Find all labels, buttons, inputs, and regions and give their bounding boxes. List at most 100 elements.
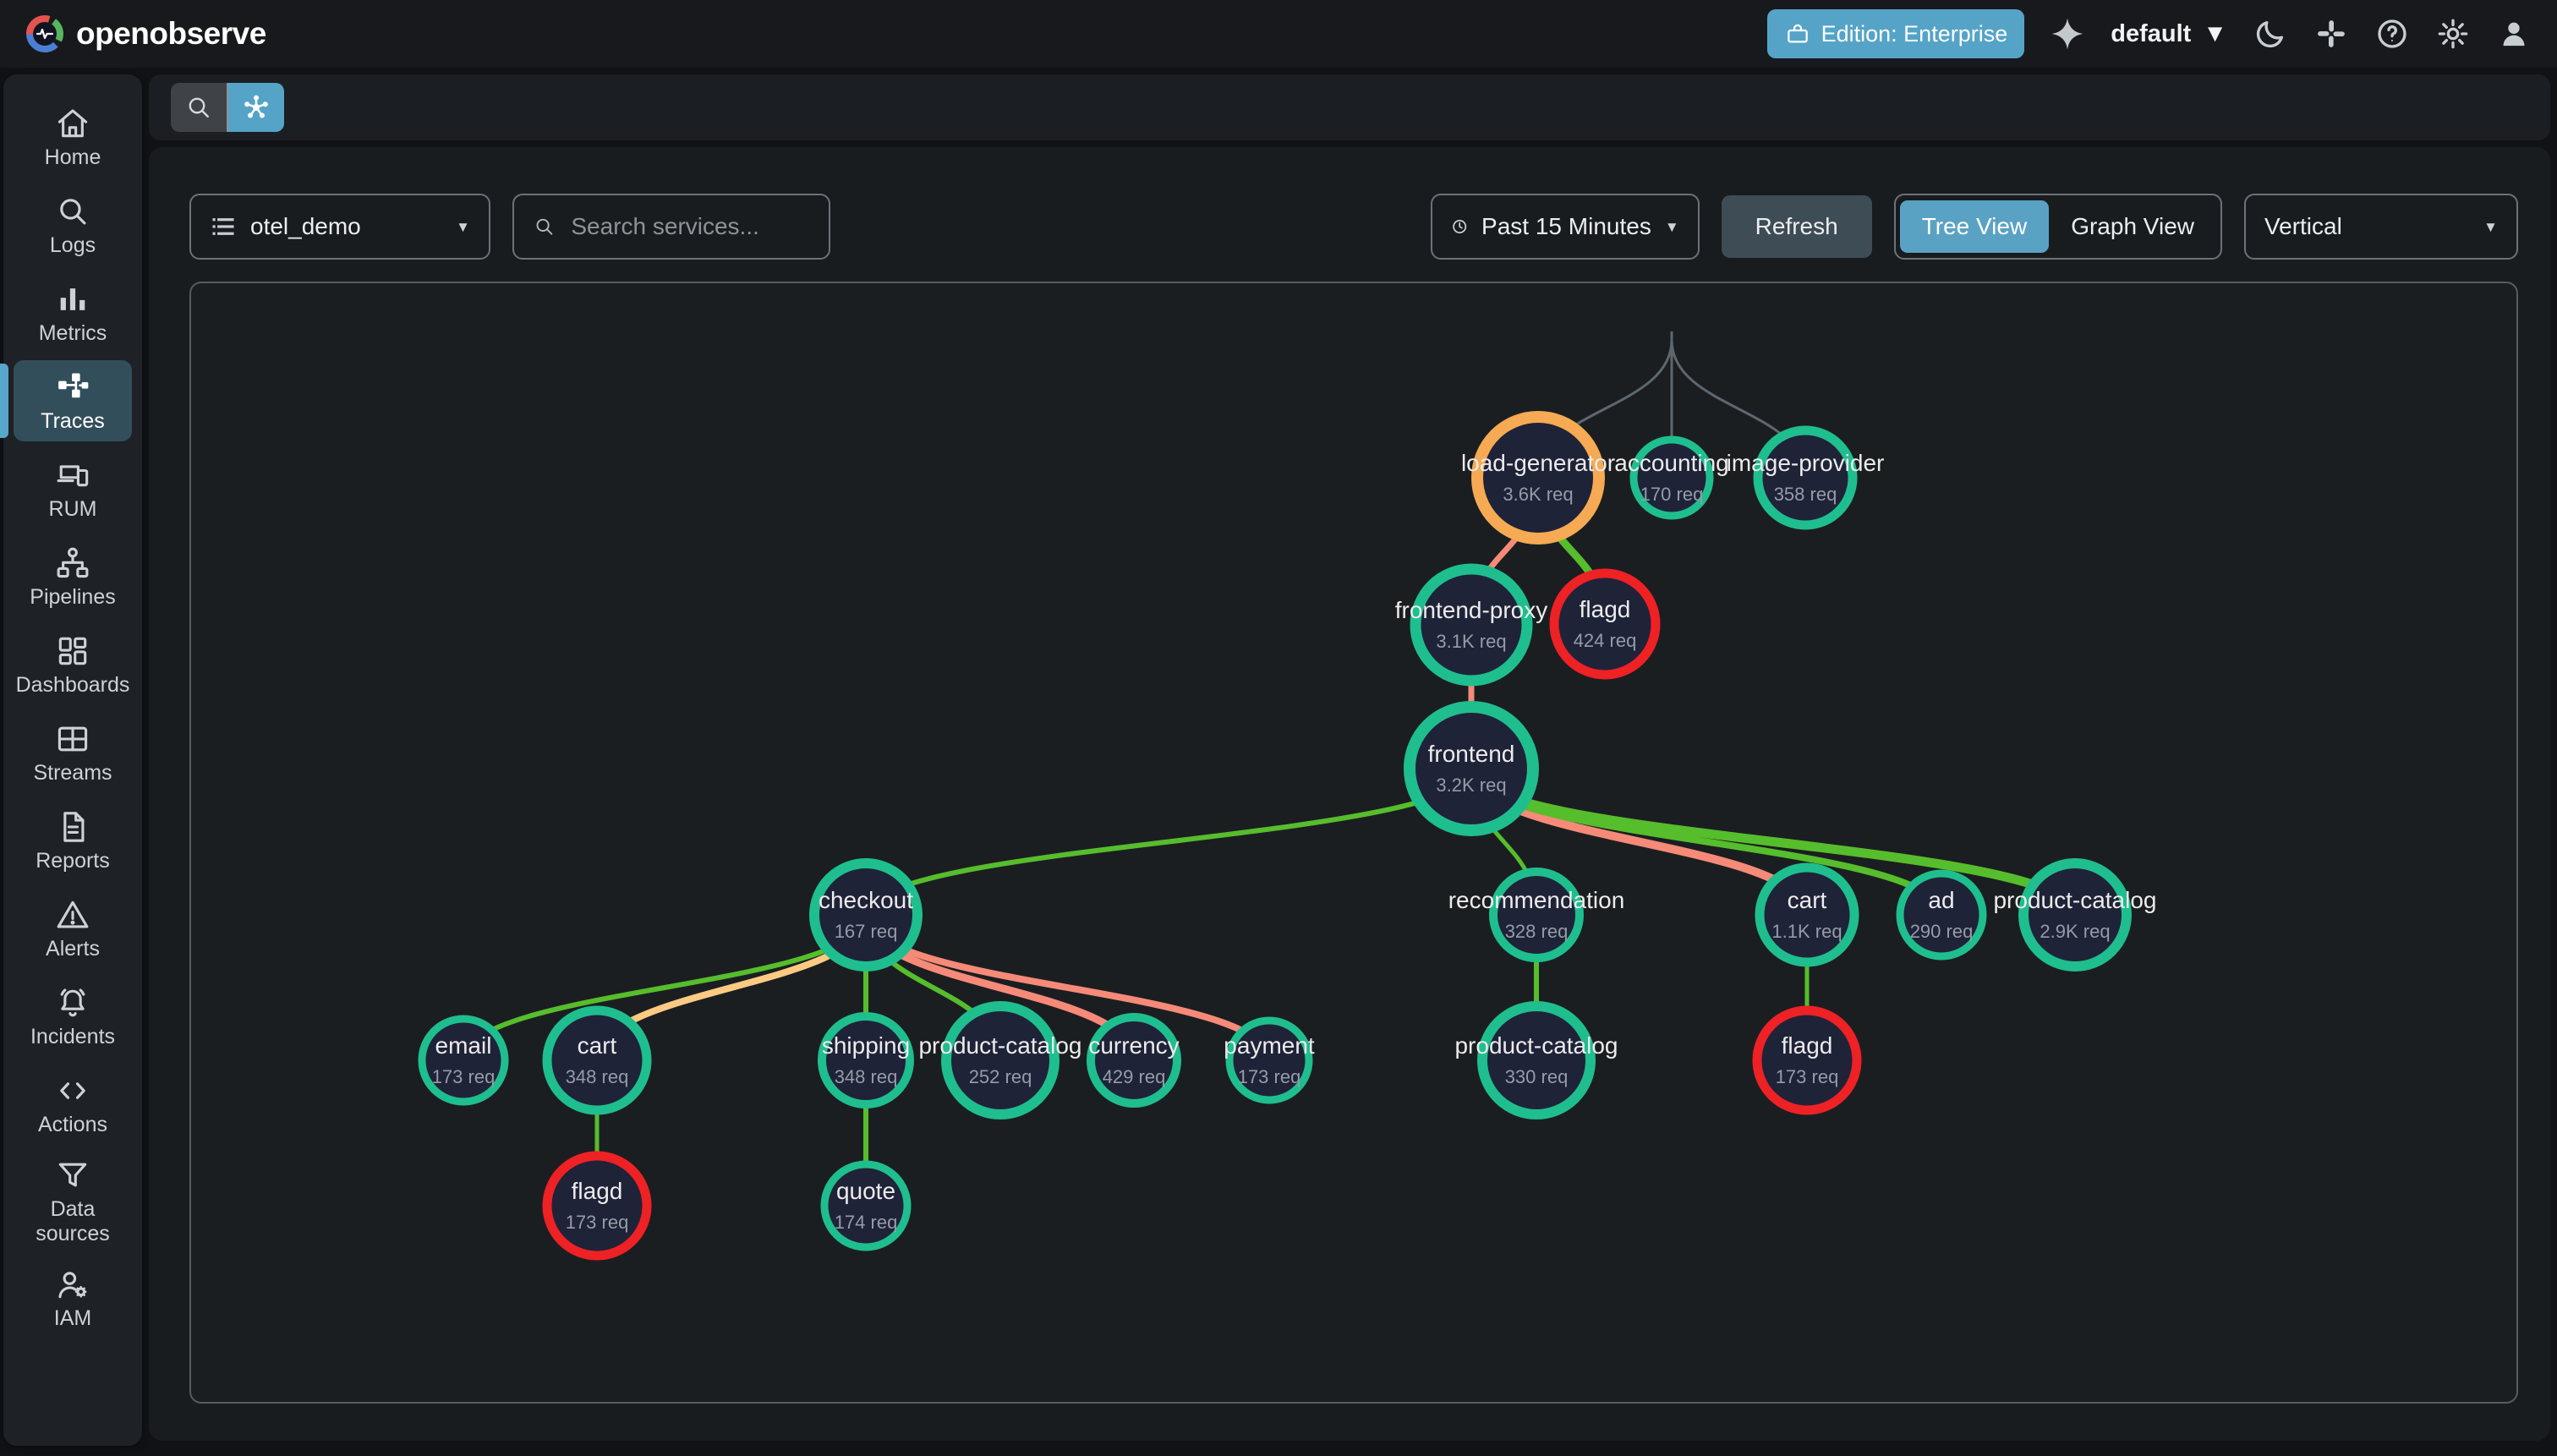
sidebar-item-iam[interactable]: IAM	[14, 1258, 132, 1339]
refresh-button[interactable]: Refresh	[1721, 195, 1872, 258]
sidebar-item-rum[interactable]: RUM	[14, 448, 132, 529]
search-icon	[536, 218, 553, 235]
edge-checkout-to-email	[461, 912, 868, 1063]
service-node-label: email	[435, 1032, 492, 1059]
sidebar-item-traces[interactable]: Traces	[14, 360, 132, 441]
service-node-requests: 290 req	[1910, 921, 1974, 942]
sidebar-item-logs[interactable]: Logs	[14, 184, 132, 265]
help-icon[interactable]	[2374, 16, 2410, 52]
chevron-down-icon: ▼	[2483, 218, 2498, 235]
service-node-circle	[1225, 1016, 1313, 1104]
pipelines-icon	[57, 547, 89, 577]
sidebar-item-label: Streams	[33, 760, 112, 785]
service-node-requests: 173 req	[566, 1212, 629, 1233]
rum-icon	[57, 464, 89, 486]
sparkle-icon[interactable]	[2050, 16, 2085, 52]
tree-view-button[interactable]: Tree View	[1899, 200, 2050, 253]
dark-mode-icon[interactable]	[2253, 16, 2288, 52]
service-node-requests: 328 req	[1505, 921, 1569, 942]
sidebar-item-label: Dashboards	[15, 672, 130, 697]
user-icon[interactable]	[2496, 16, 2532, 52]
sidebar-item-home[interactable]: Home	[14, 96, 132, 178]
sidebar-item-reports[interactable]: Reports	[14, 800, 132, 881]
metrics-icon	[60, 287, 85, 310]
service-node-circle	[542, 1151, 652, 1261]
service-node-circle	[1755, 862, 1859, 967]
chevron-down-icon: ▼	[2203, 19, 2227, 47]
service-search[interactable]	[512, 194, 830, 260]
sidebar-item-incidents[interactable]: Incidents	[14, 976, 132, 1057]
service-node-circle	[1471, 411, 1605, 545]
sidebar-item-label: Actions	[38, 1112, 107, 1136]
service-node-circle	[941, 1001, 1059, 1119]
service-node-circle	[818, 1012, 914, 1108]
traces-icon	[58, 373, 89, 397]
sidebar-item-label: Logs	[49, 233, 96, 257]
service-node-requests: 424 req	[1574, 630, 1637, 651]
service-node-circle	[1896, 869, 1987, 961]
service-node-circle	[542, 1005, 652, 1115]
toolbar: otel_demo ▼ Past 15 Minutes ▼ Refresh Tr…	[189, 194, 2518, 260]
graph-view-button[interactable]: Graph View	[2071, 213, 2194, 239]
stream-select[interactable]: otel_demo ▼	[189, 194, 490, 260]
chevron-down-icon: ▼	[1664, 218, 1679, 235]
service-node-requests: 2.9K req	[2040, 921, 2110, 942]
sidebar-item-data-sources[interactable]: Data sources	[14, 1152, 132, 1251]
service-node-label: flagd	[1782, 1032, 1833, 1059]
sidebar-item-streams[interactable]: Streams	[14, 712, 132, 793]
service-node-requests: 3.6K req	[1503, 484, 1573, 505]
gear-icon[interactable]	[2435, 16, 2471, 52]
service-search-input[interactable]	[569, 212, 810, 241]
service-node-requests: 167 req	[835, 921, 898, 942]
sidebar-item-alerts[interactable]: Alerts	[14, 888, 132, 969]
brand: openobserve	[25, 14, 266, 53]
sidebar-item-label: Data sources	[36, 1197, 110, 1245]
service-map-toggle-button[interactable]	[228, 83, 284, 132]
sidebar-item-pipelines[interactable]: Pipelines	[14, 536, 132, 617]
sidebar-item-metrics[interactable]: Metrics	[14, 272, 132, 353]
orientation-select[interactable]: Vertical ▼	[2244, 194, 2518, 260]
org-selected-label: default	[2111, 19, 2192, 47]
incidents-icon	[60, 988, 85, 1017]
service-map-icon	[244, 95, 268, 118]
org-selector[interactable]: default ▼	[2111, 20, 2227, 48]
trace-search-toggle-button[interactable]	[171, 83, 228, 132]
sidebar-item-dashboards[interactable]: Dashboards	[14, 624, 132, 705]
dashboards-icon	[58, 637, 87, 665]
list-icon	[212, 218, 234, 235]
edition-badge[interactable]: Edition: Enterprise	[1766, 9, 2025, 58]
service-node-label: product-catalog	[1454, 1032, 1618, 1059]
service-node-circle	[1404, 701, 1539, 836]
service-node-label: currency	[1088, 1032, 1179, 1059]
sidebar-item-label: Traces	[41, 408, 105, 433]
time-range-select[interactable]: Past 15 Minutes ▼	[1430, 194, 1700, 260]
sidebar-item-actions[interactable]: Actions	[14, 1064, 132, 1145]
service-node-requests: 173 req	[1238, 1066, 1301, 1087]
brand-name: openobserve	[76, 16, 266, 51]
slack-icon[interactable]	[2313, 16, 2349, 52]
service-node-requests: 358 req	[1774, 484, 1837, 505]
sidebar-item-label: RUM	[48, 496, 97, 521]
